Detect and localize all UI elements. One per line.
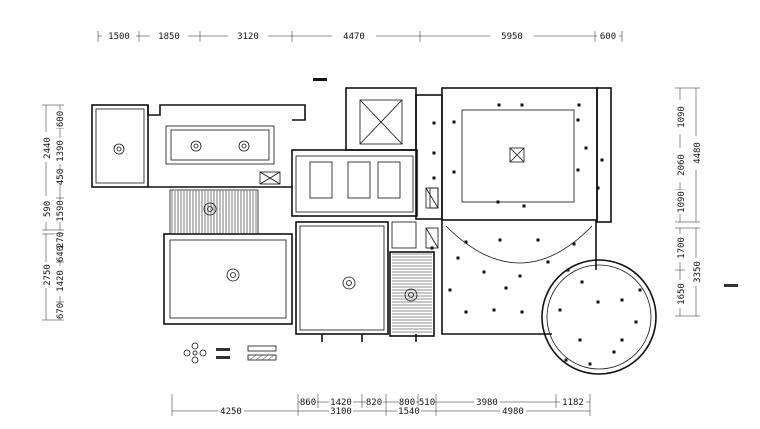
spot-light-icon: [536, 238, 540, 242]
left-dim-3: 1390: [56, 140, 66, 162]
spot-light-icon: [432, 176, 436, 180]
spot-light-icon: [564, 358, 568, 362]
spot-light-icon: [576, 118, 580, 122]
legend: [183, 342, 277, 364]
top-dim-5: 5950: [501, 32, 523, 42]
spot-light-icon: [432, 151, 436, 155]
spot-light-icon: [620, 298, 624, 302]
bottom-dim-10: 1540: [398, 407, 420, 417]
bottom-dim-2: 1420: [330, 398, 352, 408]
left-dim-2: 600: [56, 111, 66, 127]
spot-light-icon: [578, 338, 582, 342]
left-dim-11: 670: [56, 303, 66, 319]
spot-light-icon: [588, 362, 592, 366]
spot-light-icon: [600, 158, 604, 162]
left-dim-6: 1590: [56, 200, 66, 222]
right-dim-4: 4480: [693, 142, 703, 164]
top-dim-1: 1500: [108, 32, 130, 42]
right-dim-7: 3350: [693, 261, 703, 283]
spot-light-icon: [448, 288, 452, 292]
equipment-blocks: [259, 78, 439, 209]
left-dim-9: 2750: [43, 264, 53, 286]
bottom-dim-3: 820: [366, 398, 382, 408]
spot-light-icon: [576, 168, 580, 172]
spot-light-icon: [580, 280, 584, 284]
right-dimension-chain: 1090 2060 1090 4480 1700 1650 3350: [674, 87, 703, 317]
top-dimension-chain: 1500 1850 3120 4470 5950 600: [97, 30, 623, 42]
spot-light-icon: [496, 200, 500, 204]
right-dim-5: 1700: [677, 237, 687, 259]
spot-light-icon: [522, 204, 526, 208]
spot-light-icon: [497, 103, 501, 107]
bottom-dim-7: 1182: [562, 398, 584, 408]
spot-light-icon: [566, 268, 570, 272]
bottom-dim-6: 3980: [476, 398, 498, 408]
legend-symbol-icon: [183, 342, 207, 364]
spot-light-icon: [432, 121, 436, 125]
spot-lights: [430, 103, 642, 366]
bottom-dim-1: 860: [300, 398, 316, 408]
left-dim-5: 590: [43, 201, 53, 217]
spot-light-icon: [464, 310, 468, 314]
walls: [91, 87, 657, 375]
bottom-dim-4: 800: [399, 398, 415, 408]
spot-light-icon: [634, 320, 638, 324]
spot-light-icon: [456, 256, 460, 260]
left-dim-1: 2440: [43, 137, 53, 159]
spot-light-icon: [430, 246, 434, 250]
stair-hatch: [392, 253, 432, 333]
top-dim-4: 4470: [343, 32, 365, 42]
spot-light-icon: [546, 260, 550, 264]
left-dim-10: 1420: [56, 270, 66, 292]
spot-light-icon: [452, 170, 456, 174]
top-dim-3: 3120: [237, 32, 259, 42]
spot-light-icon: [558, 308, 562, 312]
spot-light-icon: [492, 308, 496, 312]
spot-light-icon: [520, 103, 524, 107]
right-dim-2: 2060: [677, 154, 687, 176]
right-dim-1: 1090: [677, 106, 687, 128]
right-dim-6: 1650: [677, 283, 687, 305]
spot-light-icon: [518, 274, 522, 278]
ceiling-lights: [113, 140, 418, 302]
spot-light-icon: [572, 242, 576, 246]
spot-light-icon: [504, 286, 508, 290]
left-dimension-chain: 2440 600 1390 450 590 1590 270 640 2750 …: [40, 104, 66, 321]
spot-light-icon: [577, 103, 581, 107]
spot-light-icon: [612, 350, 616, 354]
bottom-dim-9: 3100: [330, 407, 352, 417]
corridor-hatch: [171, 191, 257, 233]
spot-light-icon: [596, 186, 600, 190]
bottom-dim-8: 4250: [220, 407, 242, 417]
top-dim-6: 600: [600, 32, 616, 42]
bottom-dim-5: 510: [419, 398, 435, 408]
bottom-dimension-chain: 860 1420 820 800 510 3980 1182 4250 3100…: [171, 394, 591, 417]
spot-light-icon: [596, 300, 600, 304]
spot-light-icon: [464, 240, 468, 244]
spot-light-icon: [620, 338, 624, 342]
spot-light-icon: [452, 120, 456, 124]
spot-light-icon: [584, 146, 588, 150]
top-dim-2: 1850: [158, 32, 180, 42]
spot-light-icon: [482, 270, 486, 274]
left-dim-7: 270: [56, 232, 66, 248]
right-dim-3: 1090: [677, 191, 687, 213]
spot-light-icon: [498, 238, 502, 242]
left-dim-4: 450: [56, 169, 66, 185]
spot-light-icon: [638, 288, 642, 292]
bottom-dim-11: 4980: [502, 407, 524, 417]
spot-light-icon: [520, 310, 524, 314]
left-dim-8: 640: [56, 246, 66, 262]
